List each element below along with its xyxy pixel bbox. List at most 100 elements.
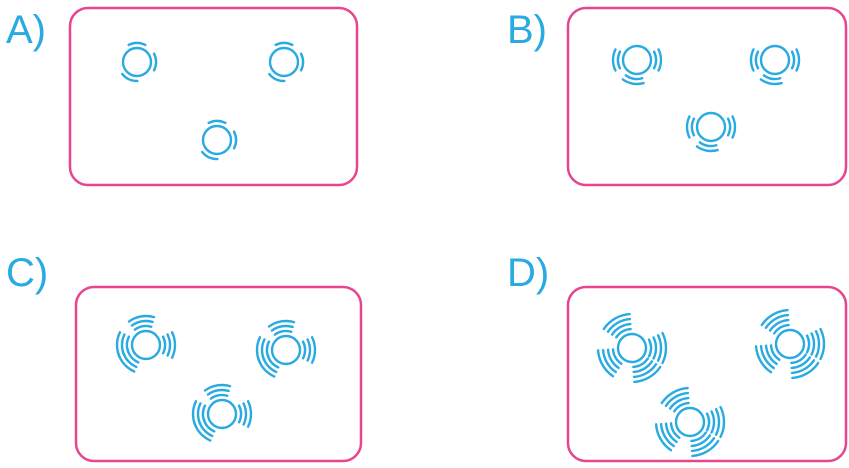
vibration-arc <box>126 348 140 364</box>
vibration-arc <box>632 363 658 379</box>
particle-circle <box>674 406 706 438</box>
vibration-arc <box>690 437 716 453</box>
vibration-arc <box>268 72 286 83</box>
particle-circle <box>616 332 648 364</box>
vibration-arc <box>274 41 294 47</box>
vibration-arc <box>611 348 623 365</box>
vibration-arc <box>596 349 615 378</box>
particle-vibrating-icon <box>749 44 801 86</box>
vibration-arc <box>611 48 617 72</box>
option-c-box <box>74 285 363 463</box>
vibration-arc <box>237 404 243 424</box>
vibration-arc <box>805 334 811 354</box>
vibration-arc <box>654 423 673 452</box>
vibration-arc <box>769 344 781 361</box>
particle-circle <box>130 329 162 361</box>
vibration-arc <box>657 48 663 72</box>
option-a-label: A) <box>6 8 46 52</box>
vibration-arc <box>606 348 620 370</box>
vibration-arc <box>261 354 278 374</box>
vibration-arc <box>121 349 138 369</box>
vibration-arc <box>762 74 782 81</box>
vibration-arc <box>773 323 790 335</box>
particle-vibrating-icon <box>201 119 238 161</box>
vibration-arc <box>246 400 253 428</box>
vibration-arc <box>669 422 681 439</box>
vibration-arc <box>795 48 801 72</box>
particle-circle <box>759 44 791 76</box>
vibration-arc <box>192 419 212 442</box>
particle-vibrating-icon <box>754 308 826 380</box>
vibration-arc <box>273 329 293 336</box>
option-a-box <box>68 6 359 187</box>
particle-circle <box>201 124 233 156</box>
vibration-arc <box>206 388 230 396</box>
particle-vibrating-icon <box>191 383 253 442</box>
vibration-arc <box>754 50 760 70</box>
vibration-arc <box>690 431 707 443</box>
particle-vibrating-icon <box>115 314 177 373</box>
vibration-arc <box>616 50 622 70</box>
vibration-arc <box>299 52 305 72</box>
option-a-panel <box>68 6 359 187</box>
vibration-arc <box>197 418 214 438</box>
option-d-label: D) <box>507 251 550 295</box>
particle-circle <box>121 46 153 78</box>
vibration-arc <box>633 365 662 384</box>
vibration-arc <box>606 317 632 333</box>
vibration-arc <box>714 408 721 436</box>
vibration-arc <box>814 330 821 358</box>
particle-circle <box>268 46 300 78</box>
vibration-arc <box>202 417 216 433</box>
vibration-arc <box>201 150 219 161</box>
vibration-arc <box>705 412 711 432</box>
vibration-arc <box>130 319 154 327</box>
vibration-arc <box>270 324 294 332</box>
vibration-arc <box>690 117 696 137</box>
vibration-arc <box>790 356 812 370</box>
vibration-arc <box>121 72 139 83</box>
particle-vibrating-icon <box>268 41 305 83</box>
vibration-arc <box>764 313 790 329</box>
vibration-arc <box>310 336 317 364</box>
vibration-arc <box>602 312 631 331</box>
vibration-arc <box>232 130 238 150</box>
option-d-panel <box>566 285 848 463</box>
vibration-arc <box>652 50 658 70</box>
vibration-arc <box>621 78 645 86</box>
vibration-arc <box>116 350 136 373</box>
vibration-arc <box>690 434 712 448</box>
vibration-arc <box>664 422 678 444</box>
vibration-arc <box>632 357 649 369</box>
vibration-arc <box>161 335 167 355</box>
option-d-box <box>566 285 848 463</box>
vibration-arc <box>791 361 820 380</box>
vibration-arc <box>759 78 783 86</box>
vibration-arc <box>267 319 296 328</box>
particle-circle <box>270 334 302 366</box>
vibration-arc <box>768 318 790 332</box>
vibration-arc <box>301 340 307 360</box>
particle-circle <box>695 111 727 143</box>
vibration-arc <box>152 52 158 72</box>
vibration-arc <box>632 360 654 374</box>
vibration-arc <box>207 119 227 125</box>
vibration-arc <box>170 331 177 359</box>
option-b-panel <box>566 6 848 187</box>
vibration-arc <box>759 344 775 370</box>
vibration-arc <box>656 334 663 362</box>
vibration-arc <box>790 353 807 365</box>
vibration-arc <box>661 331 668 365</box>
vibration-arc <box>127 41 147 47</box>
vibration-arc <box>673 401 690 413</box>
vibration-arc <box>719 405 726 439</box>
vibration-arc <box>209 393 229 400</box>
vibration-arc <box>790 50 796 70</box>
particle-vibrating-icon <box>685 111 737 153</box>
particle-vibrating-icon <box>255 319 317 378</box>
vibration-arc <box>810 332 816 356</box>
vibration-arc <box>127 314 156 323</box>
vibration-arc <box>764 344 778 366</box>
